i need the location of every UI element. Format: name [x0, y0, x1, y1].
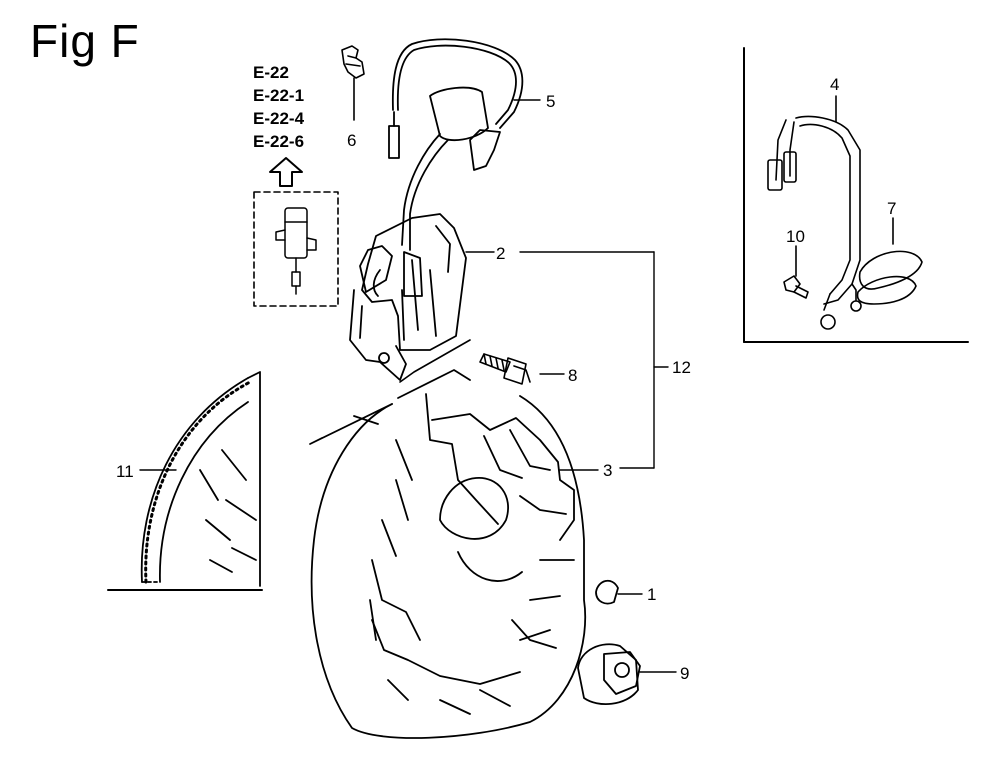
part-4-stop-switch-wire [767, 95, 862, 330]
part-3-flywheel [309, 369, 587, 739]
callout-label: 2 [496, 244, 505, 263]
part-2-ignition-coil [349, 213, 467, 381]
reference-code: E-22-6 [253, 132, 305, 151]
part-9-flange-nut [577, 643, 641, 705]
callout-label: 3 [603, 461, 612, 480]
callout-label: 10 [786, 227, 805, 246]
reference-code: E-22-1 [253, 86, 305, 105]
part-6-wire-clip [341, 45, 365, 121]
ring-gear-teeth [144, 380, 252, 584]
alternate-part-box [253, 191, 339, 307]
reference-code: E-22-4 [253, 109, 305, 128]
callout-label: 12 [672, 358, 691, 377]
up-arrow-icon [269, 157, 303, 187]
callout-label: 9 [680, 664, 689, 683]
callout-label: 1 [647, 585, 656, 604]
reference-code-list: E-22 E-22-1 E-22-4 E-22-6 [253, 61, 304, 153]
callout-label: 5 [546, 92, 555, 111]
figure-title: Fig F [30, 15, 140, 67]
part-8-bolt [399, 339, 531, 385]
callout-label: 4 [830, 75, 839, 94]
callout-label: 8 [568, 366, 577, 385]
part-7-wire-clamp [856, 217, 923, 305]
alternate-ignition-coil [275, 207, 317, 295]
callout-label: 6 [347, 131, 356, 150]
part-5-spark-plug-cap [388, 38, 524, 251]
leader-lines [139, 99, 677, 673]
callout-label: 7 [887, 199, 896, 218]
part-10-screw [783, 245, 809, 299]
callout-label: 11 [116, 462, 134, 481]
part-11-ring-gear [140, 371, 261, 587]
part-1-woodruff-key [595, 579, 619, 605]
reference-code: E-22 [253, 63, 289, 82]
